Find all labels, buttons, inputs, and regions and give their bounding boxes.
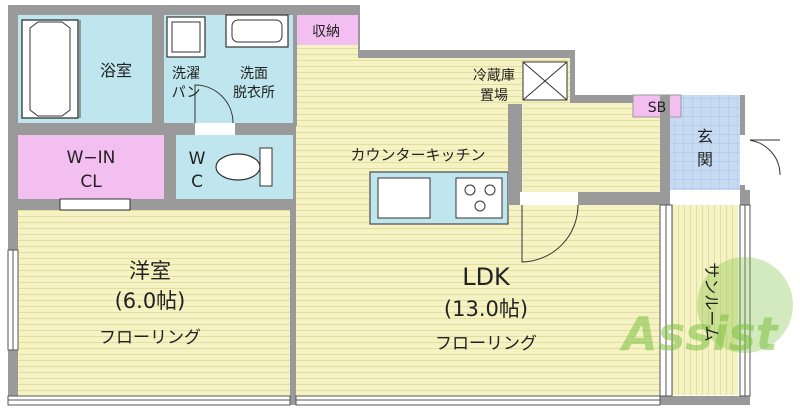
western-label-1: 洋室: [129, 259, 171, 283]
western-floor: [18, 210, 290, 396]
washer-label-1: 洗濯: [172, 66, 200, 82]
kitchen-label: カウンターキッチン: [350, 146, 485, 164]
toilet-bowl: [215, 153, 261, 181]
svg-text:Assist: Assist: [619, 307, 780, 361]
western-label-3: フローリング: [99, 328, 201, 348]
walkin-floor: [18, 135, 164, 199]
wc-label-1: W: [189, 149, 206, 169]
washroom-label-2: 脱衣所: [233, 85, 275, 101]
ldk-label-3: フローリング: [435, 334, 537, 354]
toilet-tank: [259, 147, 273, 187]
fittings: [21, 14, 568, 225]
wc-label-2: C: [191, 172, 203, 192]
washroom-label-1: 洗面: [240, 66, 268, 82]
assist-logo: Assist: [619, 257, 793, 361]
cooktop: [455, 177, 503, 219]
storage-label: 収納: [312, 24, 340, 40]
sunroom-label: サンルーム: [702, 262, 721, 342]
bath-label: 浴室: [100, 61, 132, 80]
doors: [59, 84, 781, 263]
entrance-label-1: 玄: [697, 127, 713, 146]
windows: [7, 204, 751, 406]
ldk-label-2: (13.0帖): [444, 297, 528, 321]
room-labels: 浴室 洗濯 パン 洗面 脱衣所 収納 冷蔵庫 置場 SB 玄 関 W−IN CL…: [67, 24, 721, 354]
storage-floor: [296, 15, 358, 45]
ldk-label-1: LDK: [462, 263, 511, 291]
entrance-floor: [670, 95, 740, 190]
walkin-label-2: CL: [80, 172, 102, 192]
washer-label-2: パン: [172, 85, 201, 101]
washer-pan: [166, 16, 206, 58]
fridge-label-1: 冷蔵庫: [473, 67, 515, 84]
sb-label: SB: [648, 100, 667, 116]
kitchen-floor: [520, 103, 660, 192]
sunroom-floor: [672, 205, 738, 395]
fridge-label-2: 置場: [480, 88, 508, 104]
floors: [18, 15, 740, 396]
entrance-label-2: 関: [697, 150, 713, 169]
western-label-2: (6.0帖): [115, 289, 186, 313]
bathtub: [21, 19, 79, 119]
kitchen-sink: [377, 177, 431, 219]
walkin-label-1: W−IN: [67, 148, 116, 168]
